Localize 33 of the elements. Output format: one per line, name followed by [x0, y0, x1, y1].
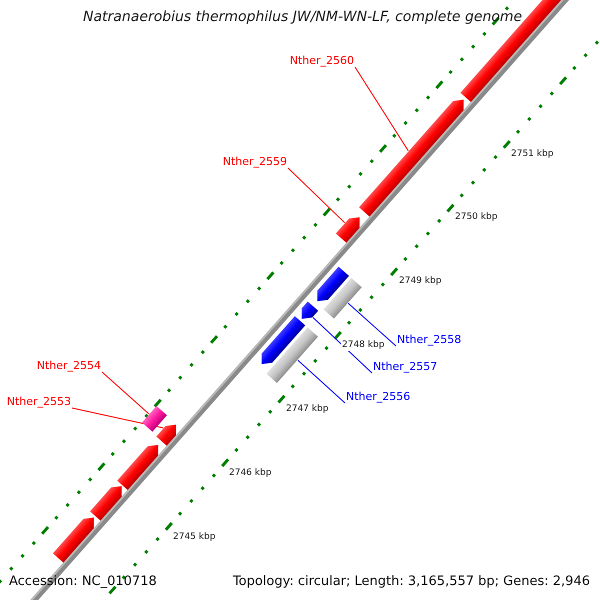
scale-label: 2747 kbp — [285, 404, 330, 415]
leader-line — [297, 360, 346, 404]
gene-segment — [117, 444, 158, 490]
gene-label: Nther_2559 — [222, 156, 287, 167]
scale-label: 2751 kbp — [510, 149, 554, 160]
feature-block — [323, 278, 362, 319]
feature-block — [266, 327, 318, 384]
gene-label: Nther_2554 — [36, 360, 101, 371]
diagram-title: Natranaerobius thermophilus JW/NM-WN-LF, complete genome — [83, 10, 522, 24]
gene-label: Nther_2558 — [397, 334, 462, 345]
genome-summary: Topology: circular; Length: 3,165,557 bp; Genes: 2,946 — [232, 575, 590, 588]
scale-label: 2746 kbp — [228, 468, 272, 479]
gene-label: Nther_2557 — [373, 361, 438, 372]
gene-segment — [262, 316, 306, 364]
gene-label: Nther_2556 — [346, 391, 410, 402]
gene-label: Nther_2553 — [6, 396, 71, 407]
leader-line — [288, 168, 346, 224]
gene-segment — [317, 266, 350, 302]
scale-label: 2749 kbp — [398, 276, 442, 287]
accession-text: Accession: NC_010718 — [9, 575, 157, 588]
gene-segment — [156, 424, 176, 446]
leader-line — [102, 372, 150, 414]
gene-segment — [52, 518, 94, 563]
gene-segment — [90, 486, 122, 521]
scale-label: 2750 kbp — [454, 212, 498, 223]
scale-label: 2745 kbp — [172, 532, 216, 543]
leader-line — [348, 302, 396, 346]
scale-label: 2748 kbp — [341, 340, 386, 351]
gene-segment — [302, 301, 318, 319]
leader-line — [312, 317, 372, 374]
gene-label: Nther_2560 — [290, 55, 354, 66]
gene-segment — [336, 217, 360, 243]
gene-block — [142, 406, 167, 432]
